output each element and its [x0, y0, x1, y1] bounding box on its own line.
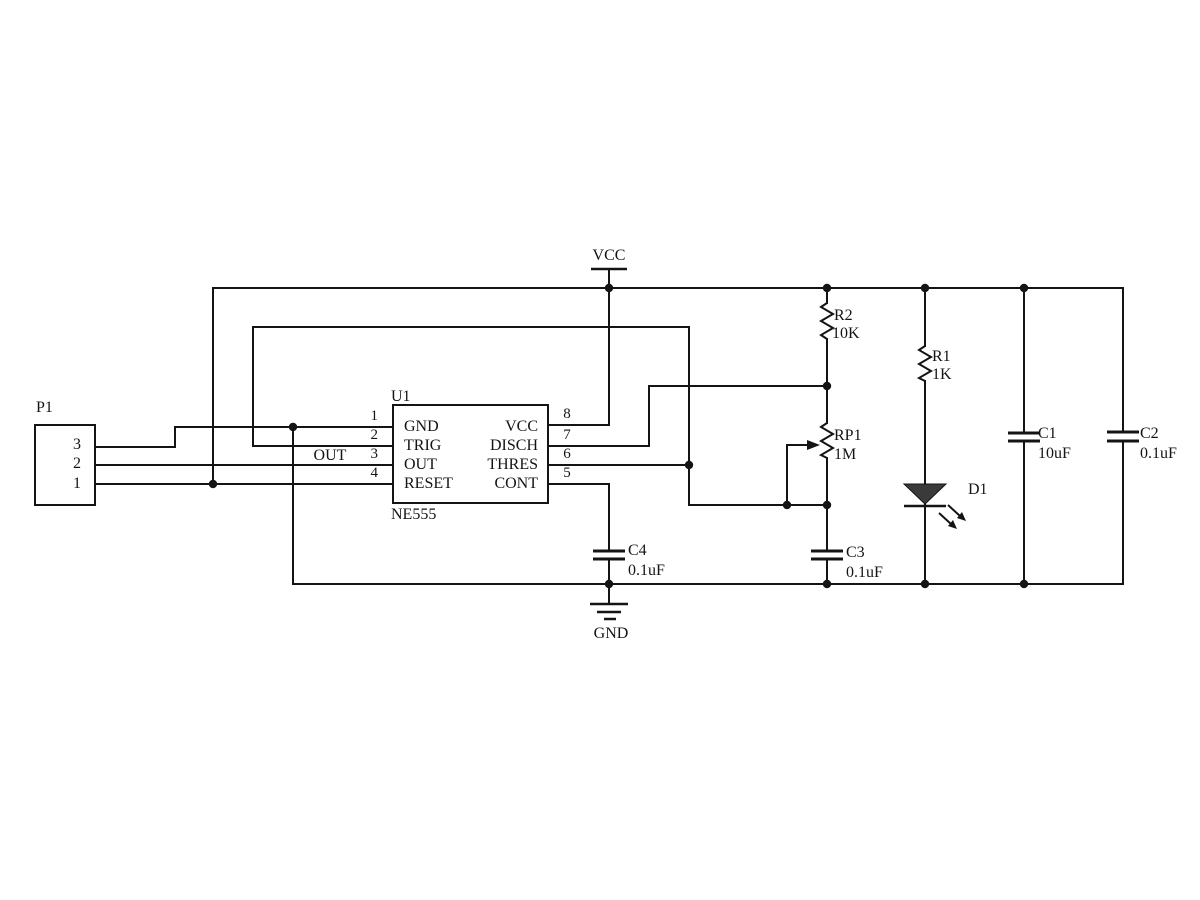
ic-pin-number-1: 1	[370, 408, 379, 424]
ic-u1-part: NE555	[391, 506, 437, 523]
ic-pin-name-reset: RESET	[404, 475, 453, 492]
ic-pin-number-6: 6	[563, 446, 571, 462]
ic-pin-number-8: 8	[563, 406, 571, 422]
vcc-net-label: VCC	[592, 247, 626, 264]
connector-p1-ref: P1	[36, 399, 53, 416]
resistor-r2-value: 10K	[832, 325, 860, 342]
gnd-symbol-icon	[590, 602, 628, 621]
ic-pin-number-2: 2	[370, 427, 379, 443]
led-d1-ref: D1	[968, 481, 988, 498]
connector-p1-pin-1: 1	[73, 475, 81, 492]
potentiometer-rp1-ref: RP1	[834, 427, 862, 444]
resistor-r2-symbol	[819, 302, 835, 340]
ic-pin-number-7: 7	[563, 427, 571, 443]
ic-pin-number-5: 5	[563, 465, 571, 481]
capacitor-c1-value: 10uF	[1038, 445, 1071, 462]
ic-pin-name-cont: CONT	[494, 475, 538, 492]
connector-p1-box	[34, 424, 96, 506]
ic-pin-name-trig: TRIG	[404, 437, 442, 454]
capacitor-c3-value: 0.1uF	[846, 564, 883, 581]
potentiometer-rp1-symbol	[818, 422, 835, 459]
connector-p1-pin-3: 3	[73, 436, 81, 453]
capacitor-symbols	[593, 430, 1139, 561]
capacitor-c4-ref: C4	[628, 542, 647, 559]
led-emission-arrows-icon	[938, 504, 966, 529]
capacitor-c2-symbol	[1107, 430, 1139, 443]
capacitor-c4-symbol	[593, 549, 625, 561]
resistor-r1-value: 1K	[932, 366, 952, 383]
capacitor-c4-value: 0.1uF	[628, 562, 665, 579]
led-triangle-icon	[902, 483, 948, 505]
resistor-r2-ref: R2	[834, 307, 853, 324]
out-net-label: OUT	[313, 447, 347, 464]
resistor-r1-symbol	[916, 345, 933, 382]
ic-pin-name-gnd: GND	[404, 418, 439, 435]
wire-trig-thres-loop	[252, 326, 828, 506]
ic-pin-name-vcc: VCC	[505, 418, 538, 435]
ic-pin-name-disch: DISCH	[489, 437, 538, 454]
potentiometer-rp1-value: 1M	[834, 446, 857, 463]
wire-pin8-vcc	[547, 287, 610, 426]
ic-pin-number-4: 4	[370, 465, 379, 481]
ic-pin-number-3: 3	[370, 446, 379, 462]
capacitor-c1-ref: C1	[1038, 425, 1057, 442]
ic-pin-name-out: OUT	[404, 456, 437, 473]
wire-p1-gnd	[94, 426, 394, 448]
gnd-net-label: GND	[593, 625, 629, 642]
capacitor-c2-value: 0.1uF	[1140, 445, 1177, 462]
wires	[94, 269, 1124, 604]
wire-cont-c4	[547, 483, 610, 552]
wire-disch	[547, 385, 828, 447]
resistor-symbols	[818, 302, 933, 459]
ic-u1-ref: U1	[391, 388, 411, 405]
capacitor-c1-symbol	[1008, 431, 1040, 443]
capacitor-c3-symbol	[811, 549, 843, 561]
potentiometer-wiper-arrow-icon	[807, 440, 820, 450]
capacitor-c2-ref: C2	[1140, 425, 1159, 442]
connector-p1-pin-2: 2	[73, 455, 81, 472]
ic-pin-name-thres: THRES	[487, 456, 538, 473]
ic-u1-box	[392, 404, 549, 504]
capacitor-c3-ref: C3	[846, 544, 865, 561]
resistor-r1-ref: R1	[932, 348, 951, 365]
led-d1-symbol	[902, 483, 966, 529]
junction-dots	[208, 283, 1029, 589]
